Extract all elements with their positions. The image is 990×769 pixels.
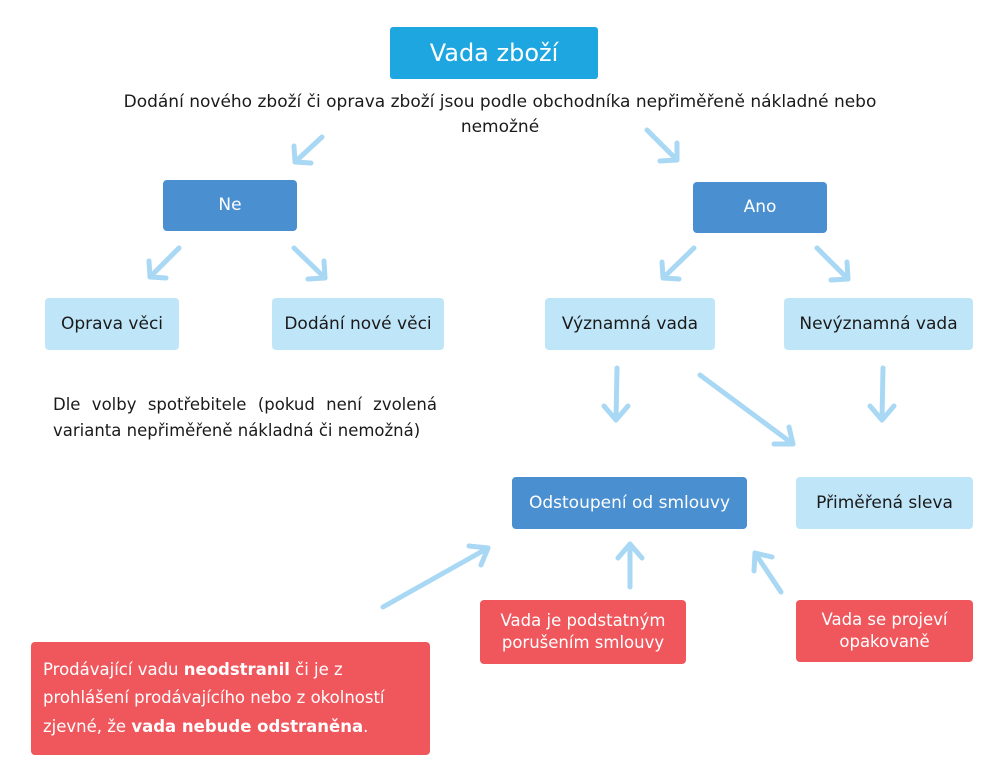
- branch-no: Ne: [163, 180, 297, 231]
- arrow-material-breach-to-withdrawal: [615, 541, 645, 590]
- seller-failed-bold2: vada nebude odstraněna: [131, 716, 364, 736]
- option-new-delivery: Dodání nové věci: [272, 298, 444, 350]
- seller-failed-part2: či je z prohlášení prodávajícího nebo z …: [43, 660, 385, 736]
- arrow-seller-failed-to-withdrawal: [380, 543, 491, 610]
- outcome-discount: Přiměřená sleva: [796, 477, 973, 529]
- condition-material-breach: Vada je podstatným porušením smlouvy: [480, 600, 686, 664]
- arrow-insignificant-to-discount: [867, 365, 897, 423]
- decision-question: Dodání nového zboží či oprava zboží jsou…: [123, 92, 877, 137]
- option-repair: Oprava věci: [45, 298, 179, 350]
- seller-failed-part3: .: [363, 716, 369, 736]
- arrow-significant-to-withdrawal: [601, 365, 631, 423]
- condition-repeated-defect: Vada se projeví opakovaně: [796, 600, 973, 662]
- outcome-withdrawal: Odstoupení od smlouvy: [512, 477, 747, 529]
- consumer-choice-note: Dle volby spotřebitele (pokud není zvole…: [53, 395, 437, 440]
- option-insignificant-defect: Nevýznamná vada: [784, 298, 973, 350]
- seller-failed-part1: Prodávající vadu: [43, 660, 184, 680]
- arrow-yes-to-significant: [659, 245, 697, 282]
- arrow-significant-to-discount: [697, 372, 796, 447]
- arrow-yes-to-insignificant: [814, 245, 851, 283]
- arrow-repeated-to-withdrawal: [751, 550, 784, 595]
- arrow-question-to-yes: [644, 127, 680, 164]
- arrow-no-to-new-delivery: [291, 245, 328, 282]
- condition-seller-failed: Prodávající vadu neodstranil či je z pro…: [31, 642, 430, 755]
- arrow-no-to-repair: [146, 245, 182, 281]
- condition-seller-failed-text: Prodávající vadu neodstranil či je z pro…: [43, 656, 418, 740]
- option-significant-defect: Významná vada: [545, 298, 715, 350]
- branch-yes: Ano: [693, 182, 827, 233]
- diagram-title: Vada zboží: [390, 27, 598, 79]
- seller-failed-bold1: neodstranil: [183, 660, 290, 680]
- arrow-question-to-no: [291, 134, 325, 166]
